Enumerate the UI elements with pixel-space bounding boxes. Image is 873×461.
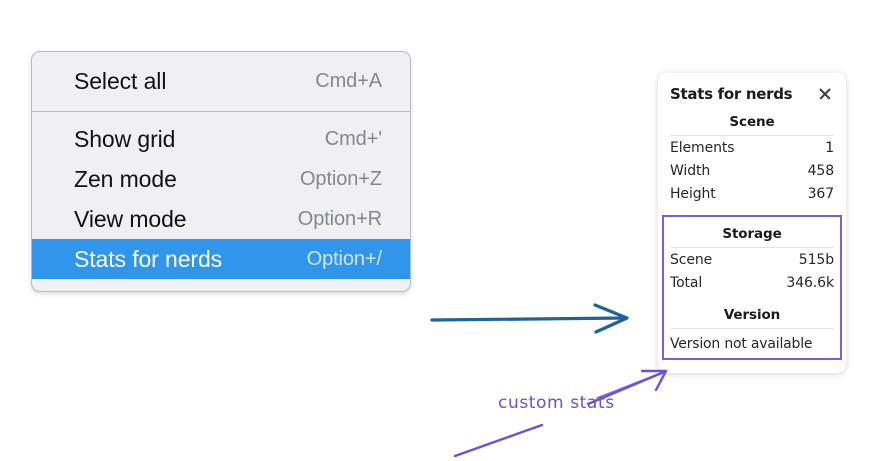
menu-item-shortcut: Cmd+' xyxy=(324,127,382,150)
stat-row-height: Height 367 xyxy=(670,186,834,209)
stat-row-elements: Elements 1 xyxy=(670,140,834,163)
stat-key: Width xyxy=(670,163,711,179)
menu-item-show-grid[interactable]: Show grid Cmd+' xyxy=(32,119,410,159)
section-divider xyxy=(671,247,833,248)
section-title: Storage xyxy=(722,226,782,242)
stats-for-nerds-panel: Stats for nerds Scene Elements 1 Width 4… xyxy=(658,73,846,373)
menu-separator xyxy=(32,111,410,112)
menu-item-stats-for-nerds[interactable]: Stats for nerds Option+/ xyxy=(32,239,410,279)
menu-group-top: Select all Cmd+A xyxy=(32,52,410,111)
section-divider xyxy=(671,328,833,329)
stats-section-scene: Scene Elements 1 Width 458 Height 367 xyxy=(670,105,834,209)
menu-item-label: Show grid xyxy=(74,125,176,152)
context-menu: Select all Cmd+A Show grid Cmd+' Zen mod… xyxy=(31,51,411,292)
stats-panel-title: Stats for nerds xyxy=(670,85,793,103)
stat-key: Elements xyxy=(670,140,735,156)
stats-section-storage: Storage Scene 515b Total 346.6k xyxy=(670,217,834,298)
menu-item-view-mode[interactable]: View mode Option+R xyxy=(32,199,410,239)
menu-item-shortcut: Cmd+A xyxy=(315,69,382,92)
stat-value: 346.6k xyxy=(786,275,834,291)
menu-item-zen-mode[interactable]: Zen mode Option+Z xyxy=(32,159,410,199)
stat-key: Height xyxy=(670,186,716,202)
custom-stats-highlight-box: Storage Scene 515b Total 346.6k Version … xyxy=(662,215,842,360)
stat-value: 515b xyxy=(798,252,834,268)
section-title: Version xyxy=(723,307,781,323)
section-divider xyxy=(671,135,833,136)
menu-item-shortcut: Option+/ xyxy=(306,247,382,270)
blue-arrow xyxy=(430,303,629,334)
menu-item-label: View mode xyxy=(74,205,187,232)
menu-item-select-all[interactable]: Select all Cmd+A xyxy=(32,61,410,101)
stat-key: Scene xyxy=(670,252,713,268)
annotation-label-custom-stats: custom stats xyxy=(498,393,615,413)
menu-group-view: Show grid Cmd+' Zen mode Option+Z View m… xyxy=(32,112,410,291)
version-note: Version not available xyxy=(670,336,813,352)
stat-key: Total xyxy=(670,275,703,291)
close-icon[interactable] xyxy=(817,86,833,102)
menu-item-label: Select all xyxy=(74,67,167,94)
stat-row-scene: Scene 515b xyxy=(670,252,834,275)
stat-value: 367 xyxy=(807,186,835,202)
section-title: Scene xyxy=(729,114,775,130)
stat-row-width: Width 458 xyxy=(670,163,834,186)
menu-item-label: Stats for nerds xyxy=(74,245,223,272)
stat-value: 458 xyxy=(807,163,835,179)
stats-section-version: Version Version not available xyxy=(670,298,834,354)
menu-item-label: Zen mode xyxy=(74,165,177,192)
purple-tail-line xyxy=(453,423,544,458)
stat-value: 1 xyxy=(825,140,834,156)
menu-item-shortcut: Option+Z xyxy=(299,167,382,190)
menu-item-shortcut: Option+R xyxy=(297,207,382,230)
stat-row-total: Total 346.6k xyxy=(670,275,834,298)
stats-panel-header: Stats for nerds xyxy=(670,83,834,105)
